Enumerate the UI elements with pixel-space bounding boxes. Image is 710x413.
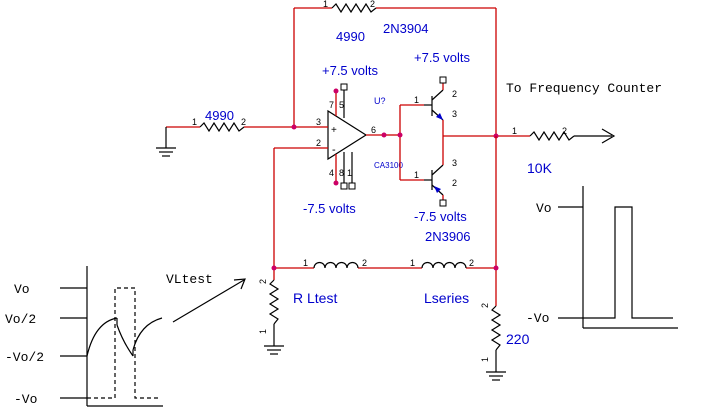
opamp-pin8: 8 xyxy=(339,168,344,178)
input-wire xyxy=(165,126,314,148)
r220-pin1: 1 xyxy=(480,357,490,362)
pnp-transistor-bottom xyxy=(424,136,447,207)
opamp-output-dot xyxy=(381,132,387,138)
opamp-pin4: 4 xyxy=(329,168,334,178)
input-ground-symbol xyxy=(156,147,176,157)
bottom-transistor-base-pin: 1 xyxy=(414,170,419,180)
input-resistor-pin2: 2 xyxy=(241,117,246,127)
resistor-220 xyxy=(490,305,502,351)
ltest-resistor-pin2: 2 xyxy=(258,279,268,284)
vltest-tick-vo: Vo xyxy=(14,282,30,297)
r-ltest-label: R Ltest xyxy=(293,290,337,306)
output-resistor-value: 10K xyxy=(527,160,553,176)
transistor-positive-supply: +7.5 volts xyxy=(414,50,471,65)
junction-dot xyxy=(291,124,297,130)
npn-transistor-top xyxy=(424,76,447,136)
vltest-tick-neg-vo-half: -Vo/2 xyxy=(5,350,44,365)
vltest-tick-vo-half: Vo/2 xyxy=(5,312,36,327)
to-frequency-counter-label: To Frequency Counter xyxy=(506,81,662,96)
feedback-resistor-pin2: 2 xyxy=(370,0,375,9)
feedback-resistor xyxy=(331,2,377,14)
inductor-lseries xyxy=(421,261,467,269)
ltest-inductor-pin2: 2 xyxy=(362,258,367,268)
opamp-minus-sign: - xyxy=(332,144,336,156)
opamp-part-number: CA3100 xyxy=(374,161,403,170)
resistor-ltest xyxy=(268,279,280,325)
output-resistor-pin1: 1 xyxy=(512,126,517,136)
r220-pin2: 2 xyxy=(480,303,490,308)
opamp-pin5: 5 xyxy=(339,100,344,110)
opamp-pin3: 3 xyxy=(316,117,321,127)
ltest-inductor-pin1: 1 xyxy=(303,258,308,268)
opamp-positive-supply: +7.5 volts xyxy=(322,63,379,78)
lower-right-junction-dot xyxy=(493,265,499,271)
input-resistor xyxy=(199,121,245,133)
vltest-tick-neg-vo: -Vo xyxy=(14,392,37,407)
opamp-pin7: 7 xyxy=(329,100,334,110)
ltest-ground-symbol xyxy=(264,345,284,355)
top-transistor-base-pin: 1 xyxy=(414,95,419,105)
lower-network-wire xyxy=(273,136,497,372)
lseries-label: Lseries xyxy=(424,290,469,306)
top-transistor-collector-pin: 2 xyxy=(452,89,457,99)
opamp-vneg-dot xyxy=(333,180,339,186)
top-transistor-part: 2N3904 xyxy=(383,21,429,36)
vltest-label: VLtest xyxy=(166,272,213,287)
opamp-plus-sign: + xyxy=(331,125,337,136)
opamp-pin2: 2 xyxy=(316,138,321,148)
inductor-ltest xyxy=(313,261,359,269)
bottom-transistor-part: 2N3906 xyxy=(425,229,471,244)
feedback-wire xyxy=(293,7,497,136)
pulse-tick-vo: Vo xyxy=(536,201,552,216)
pulse-tick-neg-vo: -Vo xyxy=(526,311,549,326)
transistor-negative-supply: -7.5 volts xyxy=(414,209,467,224)
input-resistor-pin1: 1 xyxy=(192,117,197,127)
bottom-transistor-emitter-pin: 2 xyxy=(452,178,457,188)
base-junction-dot xyxy=(397,132,403,138)
transistor-bias-wire xyxy=(384,104,424,181)
lseries-inductor-pin2: 2 xyxy=(469,258,474,268)
top-transistor-emitter-pin: 3 xyxy=(452,109,457,119)
r220-ground-symbol xyxy=(486,371,506,381)
output-resistor xyxy=(529,130,575,142)
vltest-waveform-graph xyxy=(60,266,246,407)
lower-left-junction-dot xyxy=(271,265,277,271)
opamp-pin6: 6 xyxy=(371,125,376,135)
r220-value: 220 xyxy=(506,331,530,347)
opamp-pin1: 1 xyxy=(347,168,352,178)
ltest-resistor-pin1: 1 xyxy=(258,329,268,334)
opamp-negative-supply: -7.5 volts xyxy=(303,201,356,216)
bottom-transistor-collector-pin: 3 xyxy=(452,158,457,168)
output-wire xyxy=(443,128,616,144)
opamp-vpos-dot xyxy=(333,88,339,94)
feedback-resistor-pin1: 1 xyxy=(323,0,328,9)
output-pulse-graph xyxy=(558,186,678,329)
opamp-reference: U? xyxy=(374,96,386,106)
feedback-resistor-value: 4990 xyxy=(336,29,365,44)
input-resistor-value: 4990 xyxy=(205,108,234,123)
output-resistor-pin2: 2 xyxy=(562,126,567,136)
lseries-inductor-pin1: 1 xyxy=(410,258,415,268)
opamp-symbol xyxy=(314,83,384,190)
